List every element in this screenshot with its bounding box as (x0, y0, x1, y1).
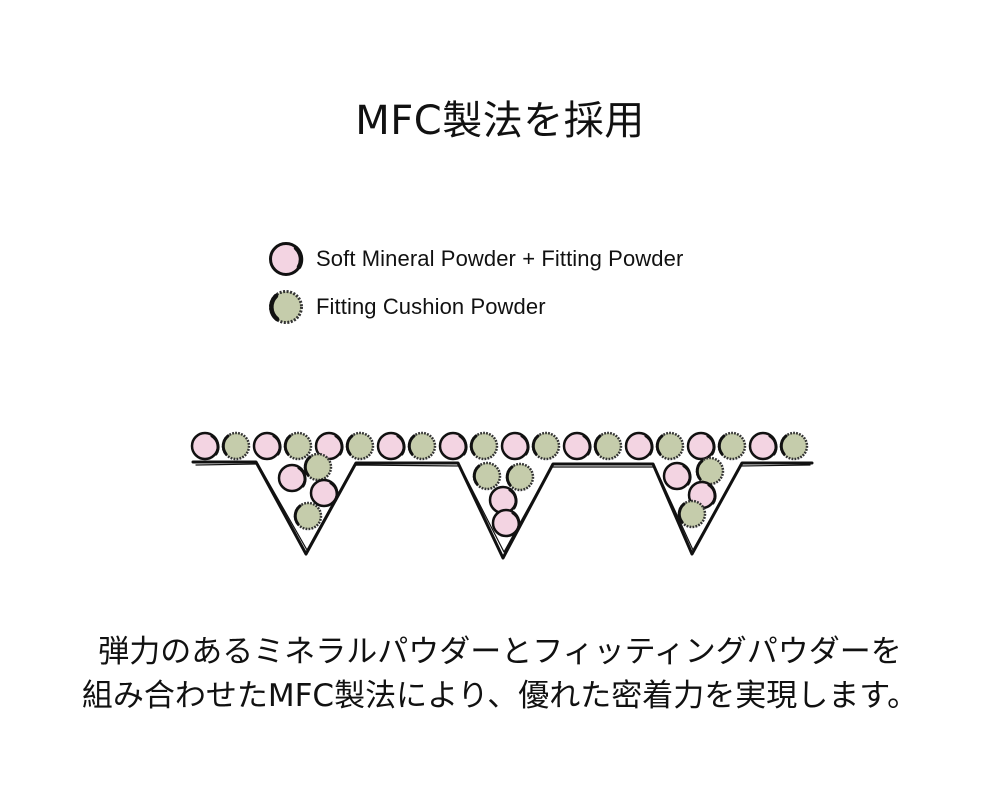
skin-surface-outline (191, 460, 814, 560)
green-particle-accent (531, 434, 540, 456)
green-particle-accent (407, 434, 416, 456)
pink-particle-accent (707, 483, 717, 505)
green-particle-accent (717, 434, 726, 456)
legend: Soft Mineral Powder + Fitting Powder Fit… (266, 238, 683, 334)
green-particle-accent (505, 465, 514, 487)
pink-particle-accent (682, 464, 692, 486)
legend-item-fitting-cushion: Fitting Cushion Powder (266, 286, 683, 328)
green-particle-accent (221, 434, 230, 456)
green-particle-accent (779, 434, 788, 456)
page-title: MFC製法を採用 (355, 98, 645, 144)
caption-line-2: 組み合わせたMFC製法により、優れた密着力を実現します。 (81, 678, 919, 714)
pink-particle-accent (334, 434, 344, 456)
pink-particle-accent (396, 434, 406, 456)
green-particle-accent (695, 459, 704, 481)
pink-particle-accent (706, 434, 716, 456)
green-particle-accent (655, 434, 664, 456)
pink-particle-accent (768, 434, 778, 456)
pink-particle-icon (269, 242, 304, 276)
green-particle-accent (283, 434, 292, 456)
green-particle-accent (293, 504, 302, 526)
pink-particle-accent (329, 481, 339, 503)
legend-label-soft-mineral: Soft Mineral Powder + Fitting Powder (316, 246, 684, 271)
green-particle-accent (593, 434, 602, 456)
green-particle-accent (677, 502, 686, 524)
green-particle-accent (345, 434, 354, 456)
legend-item-soft-mineral: Soft Mineral Powder + Fitting Powder (266, 238, 683, 280)
green-particle-accent (472, 464, 481, 486)
particle-layer (190, 431, 809, 538)
green-particle-accent (303, 455, 312, 477)
pink-particle-accent (210, 434, 220, 456)
pink-particle-accent (508, 488, 518, 510)
mfc-structure-diagram (190, 431, 814, 560)
pink-particle-accent (582, 434, 592, 456)
green-particle-icon (269, 290, 303, 324)
pink-particle-accent (644, 434, 654, 456)
pink-particle-accent (297, 466, 307, 488)
caption-line-1: 弾力のあるミネラルパウダーとフィッティングパウダーを (98, 634, 902, 670)
pink-particle-accent (272, 434, 282, 456)
pink-particle-accent (511, 511, 521, 533)
pink-particle-accent (520, 434, 530, 456)
legend-label-fitting-cushion: Fitting Cushion Powder (316, 294, 546, 319)
pink-particle-accent (458, 434, 468, 456)
caption: 弾力のあるミネラルパウダーとフィッティングパウダーを 組み合わせたMFC製法によ… (0, 630, 1000, 718)
green-particle-accent (469, 434, 478, 456)
